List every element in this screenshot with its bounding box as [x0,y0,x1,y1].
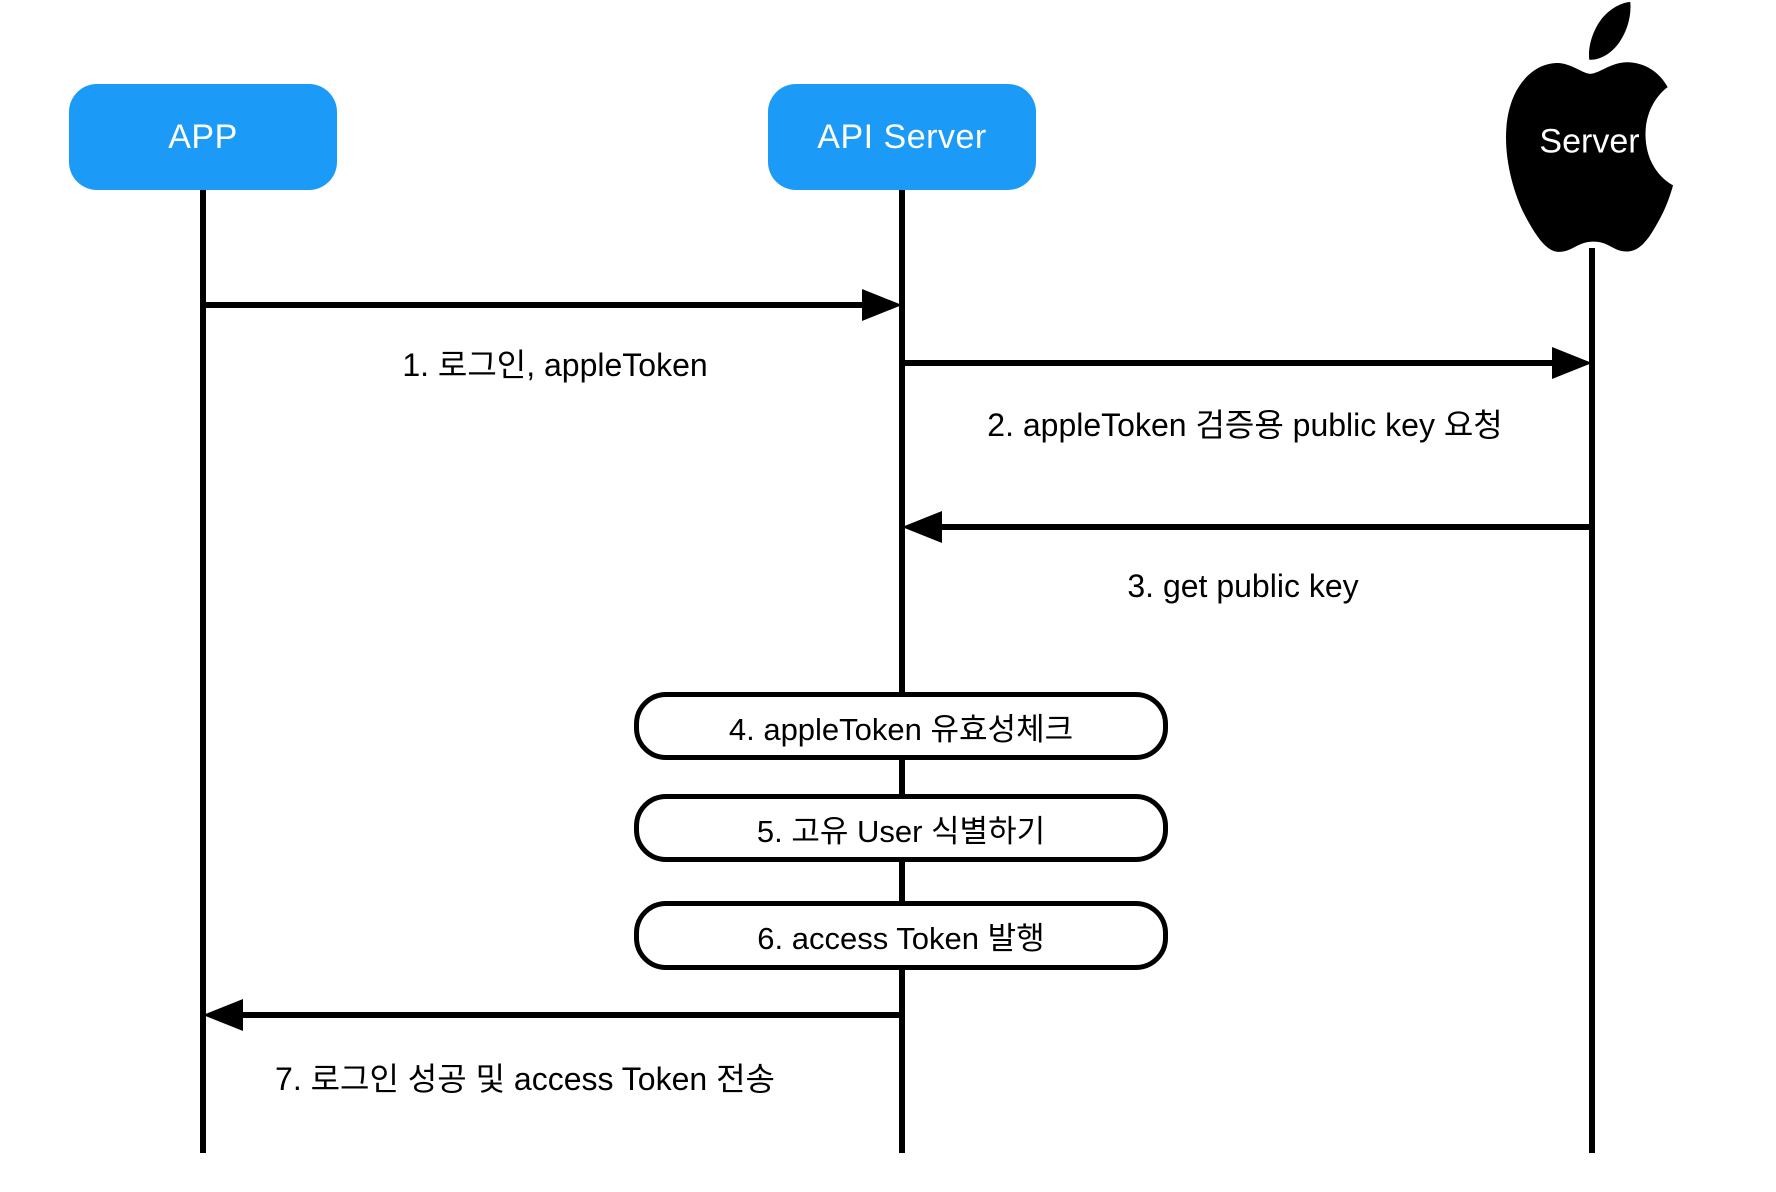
lifeline-app [200,189,206,1153]
message-arrow-7 [241,1012,902,1018]
actor-label-api-server: API Server [817,117,987,156]
process-label-4: 4. appleToken 유효성체크 [728,711,1074,747]
actor-apple-server: Server [1487,2,1692,252]
message-arrowhead-1 [862,289,902,321]
message-arrowhead-3 [902,511,942,543]
actor-label-app: APP [168,117,238,156]
actor-label-apple-server: Server [1539,122,1640,161]
message-label-7: 7. 로그인 성공 및 access Token 전송 [275,1061,775,1097]
message-arrowhead-2 [1552,347,1592,379]
message-label-3: 3. get public key [1127,568,1359,604]
apple-logo-icon [1506,2,1673,252]
process-box-6: 6. access Token 발행 [634,901,1168,970]
process-box-5: 5. 고유 User 식별하기 [634,794,1168,862]
message-label-1: 1. 로그인, appleToken [402,347,708,383]
process-label-5: 5. 고유 User 식별하기 [756,813,1046,849]
message-arrow-2 [902,360,1554,366]
lifeline-apple-server [1589,248,1595,1153]
process-box-4: 4. appleToken 유효성체크 [634,692,1168,760]
message-arrow-1 [203,302,865,308]
message-arrowhead-7 [203,999,243,1031]
actor-box-app: APP [69,84,337,190]
actor-box-api-server: API Server [768,84,1036,190]
lifeline-api-server [899,189,905,1153]
message-arrow-3 [940,524,1592,530]
message-label-2: 2. appleToken 검증용 public key 요청 [987,407,1503,443]
process-label-6: 6. access Token 발행 [757,921,1045,956]
